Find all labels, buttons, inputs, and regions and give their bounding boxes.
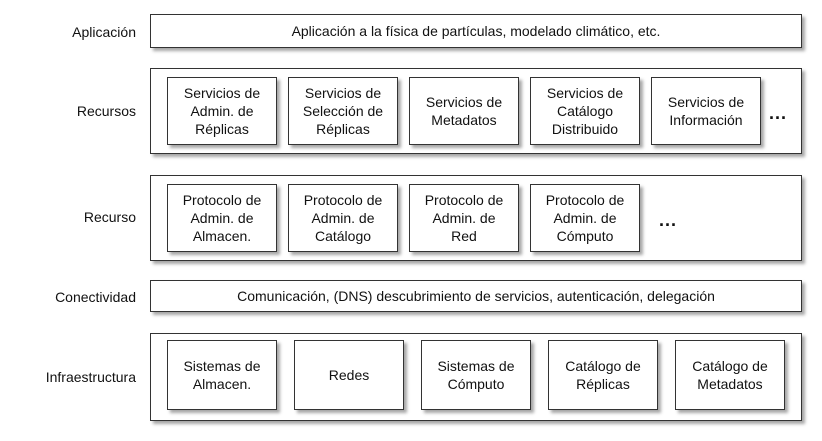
- layer-aplicacion: Aplicación a la física de partículas, mo…: [150, 14, 802, 48]
- box-catalogo-metadatos: Catálogo de Metadatos: [675, 340, 785, 410]
- layer-infraestructura: Sistemas de Almacen. Redes Sistemas de C…: [150, 333, 802, 421]
- box-redes: Redes: [294, 340, 404, 410]
- box-servicios-admin-replicas: Servicios de Admin. de Réplicas: [167, 77, 277, 145]
- layer-label-recurso: Recurso: [83, 209, 136, 225]
- box-servicios-informacion: Servicios de Información: [651, 77, 761, 145]
- box-sistemas-computo: Sistemas de Cómputo: [421, 340, 531, 410]
- layer-label-conectividad: Conectividad: [55, 289, 136, 305]
- box-catalogo-replicas: Catálogo de Réplicas: [548, 340, 658, 410]
- layer-label-recursos: Recursos: [76, 103, 136, 119]
- layer-label-infraestructura: Infraestructura: [45, 369, 136, 385]
- box-protocolo-admin-catalogo: Protocolo de Admin. de Catálogo: [288, 184, 398, 252]
- layer-label-aplicacion: Aplicación: [72, 24, 136, 40]
- recurso-ellipsis: ...: [659, 210, 678, 230]
- box-protocolo-admin-computo: Protocolo de Admin. de Cómputo: [530, 184, 640, 252]
- aplicacion-description: Aplicación a la física de partículas, mo…: [291, 23, 661, 39]
- box-sistemas-almacen: Sistemas de Almacen.: [167, 340, 277, 410]
- box-protocolo-admin-red: Protocolo de Admin. de Red: [409, 184, 519, 252]
- box-protocolo-admin-almacen: Protocolo de Admin. de Almacen.: [167, 184, 277, 252]
- box-servicios-seleccion-replicas: Servicios de Selección de Réplicas: [288, 77, 398, 145]
- box-servicios-metadatos: Servicios de Metadatos: [409, 77, 519, 145]
- recursos-ellipsis: ...: [769, 103, 788, 123]
- layer-recurso: Protocolo de Admin. de Almacen. Protocol…: [150, 175, 802, 261]
- box-servicios-catalogo-distribuido: Servicios de Catálogo Distribuido: [530, 77, 640, 145]
- layer-conectividad: Comunicación, (DNS) descubrimiento de se…: [150, 280, 802, 312]
- layer-recursos: Servicios de Admin. de Réplicas Servicio…: [150, 68, 802, 154]
- conectividad-description: Comunicación, (DNS) descubrimiento de se…: [237, 288, 715, 304]
